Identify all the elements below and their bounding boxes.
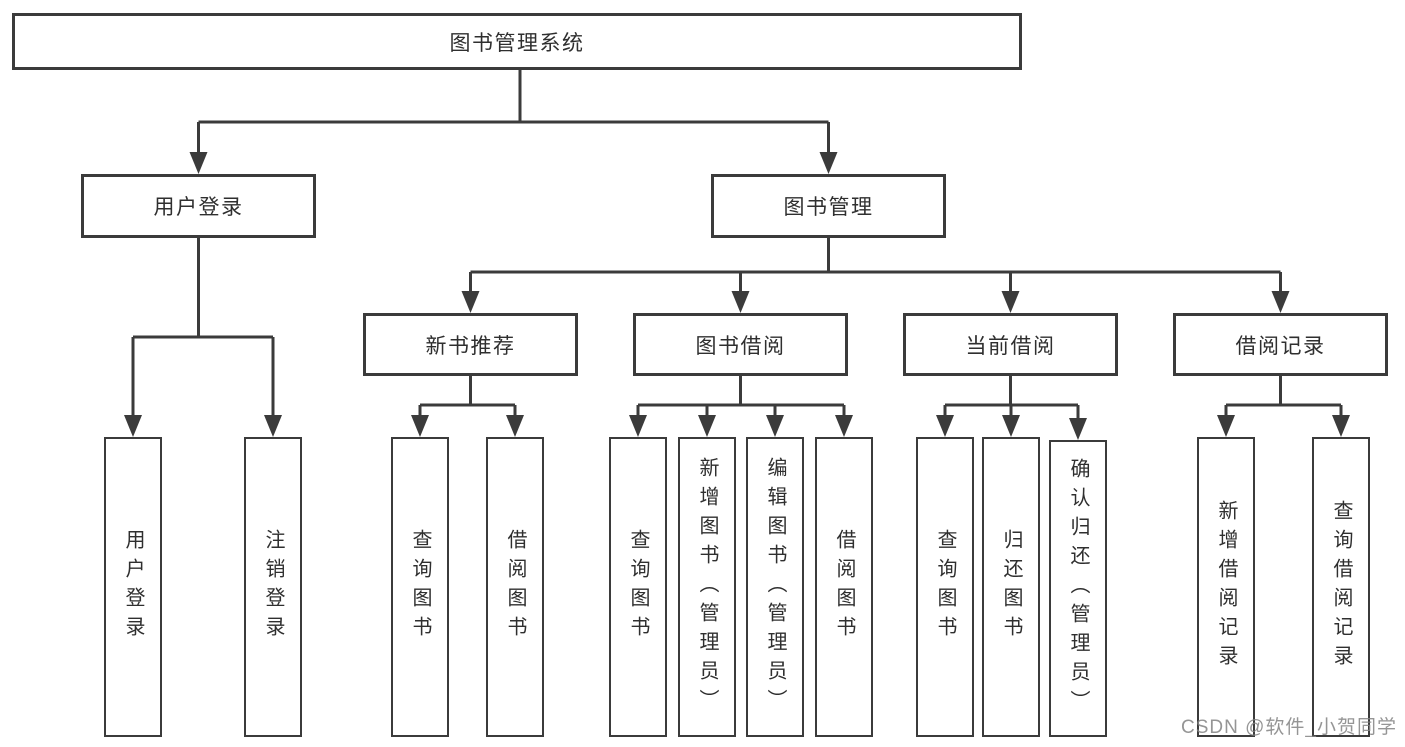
node-book-borrowing: 图书借阅 [633, 313, 848, 376]
leaf-query-borrow-record: 查询借阅记录 [1312, 437, 1370, 737]
node-new-book-recommend: 新书推荐 [363, 313, 578, 376]
leaf-query-books-current: 查询图书 [916, 437, 974, 737]
leaf-query-books-recommend: 查询图书 [391, 437, 449, 737]
leaf-borrow-books: 借阅图书 [815, 437, 873, 737]
leaf-borrow-books-recommend: 借阅图书 [486, 437, 544, 737]
leaf-logout: 注销登录 [244, 437, 302, 737]
node-book-management: 图书管理 [711, 174, 946, 238]
leaf-query-books-borrowing: 查询图书 [609, 437, 667, 737]
node-user-login: 用户登录 [81, 174, 316, 238]
leaf-confirm-return-admin: 确认归还（管理员） [1049, 440, 1107, 737]
watermark: CSDN @软件_小贺同学 [1181, 717, 1397, 738]
node-root: 图书管理系统 [12, 13, 1022, 70]
leaf-add-borrow-record: 新增借阅记录 [1197, 437, 1255, 737]
leaf-edit-books-admin: 编辑图书（管理员） [746, 437, 804, 737]
leaf-add-books-admin: 新增图书（管理员） [678, 437, 736, 737]
node-borrow-records: 借阅记录 [1173, 313, 1388, 376]
leaf-user-login: 用户登录 [104, 437, 162, 737]
node-current-borrowing: 当前借阅 [903, 313, 1118, 376]
leaf-return-books: 归还图书 [982, 437, 1040, 737]
